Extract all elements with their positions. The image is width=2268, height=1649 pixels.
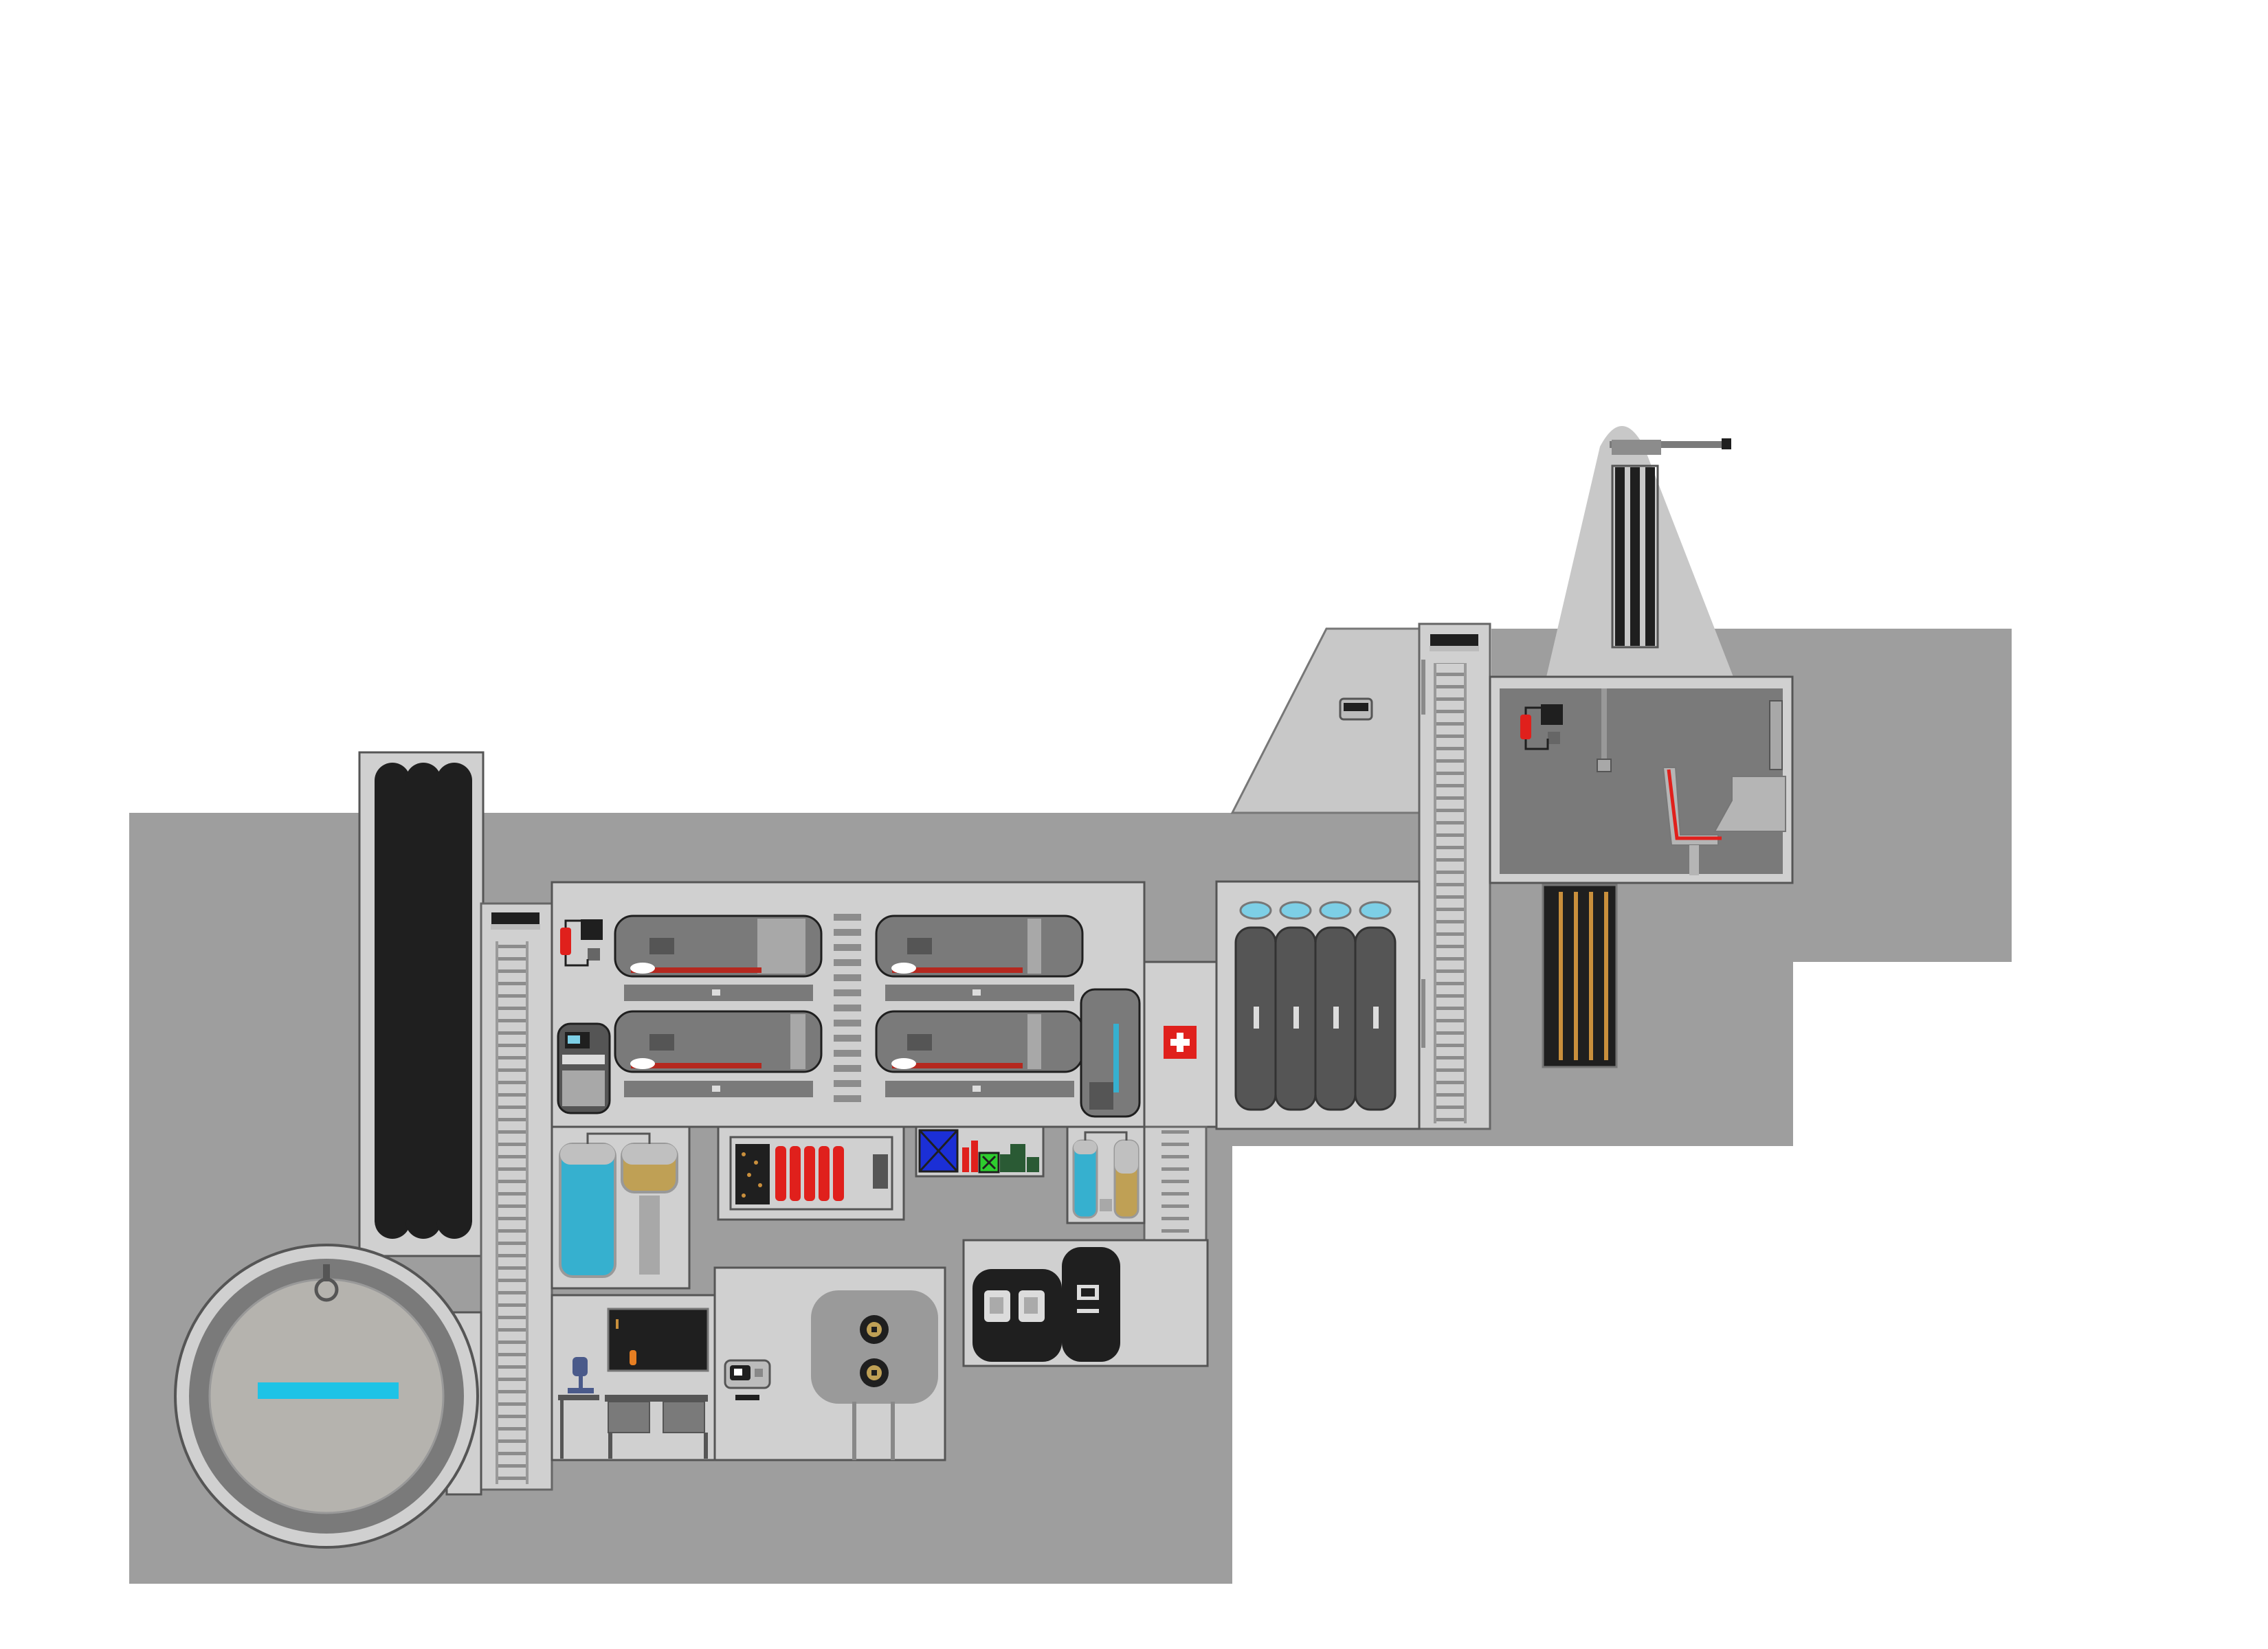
desk-chair-icon bbox=[558, 1357, 599, 1459]
water-tank-icon bbox=[559, 1132, 678, 1278]
pilot-chair-icon bbox=[1662, 767, 1722, 875]
cryo-pod-room bbox=[1215, 880, 1421, 1130]
computer-server-icon bbox=[972, 1247, 1120, 1362]
bunker-hatch-icon bbox=[1339, 697, 1373, 721]
elevator-shaft bbox=[358, 751, 485, 1257]
workbench-icon bbox=[605, 1308, 709, 1459]
first-aid-icon bbox=[1164, 1026, 1197, 1059]
antenna-cable-icon bbox=[1611, 464, 1659, 649]
shower-stall-icon bbox=[1080, 988, 1141, 1118]
vault-door bbox=[174, 1244, 482, 1549]
antenna-tower bbox=[1546, 426, 1733, 677]
water-tank-room bbox=[551, 1125, 691, 1290]
generator-icon bbox=[811, 1290, 938, 1460]
cryo-pod-icon bbox=[1234, 901, 1397, 1111]
water-tank-icon bbox=[1072, 1131, 1139, 1219]
power-junction-icon bbox=[560, 919, 603, 967]
medical-bay bbox=[1143, 961, 1218, 1128]
supply-crates-icon bbox=[918, 1129, 1039, 1174]
battery-room bbox=[717, 1125, 905, 1221]
heater-grid bbox=[1542, 884, 1618, 1068]
crew-quarters bbox=[551, 881, 1146, 1128]
small-tank-room bbox=[1066, 1125, 1146, 1224]
right-access-ladder bbox=[1418, 622, 1491, 1130]
surface-bunker bbox=[1230, 627, 1421, 814]
circular-vault-door-icon bbox=[258, 1264, 399, 1399]
power-junction-icon bbox=[1520, 704, 1563, 750]
control-box-icon bbox=[724, 1359, 771, 1400]
server-room bbox=[962, 1239, 1209, 1367]
left-access-ladder bbox=[480, 902, 553, 1491]
generator-room bbox=[713, 1266, 946, 1461]
workshop bbox=[551, 1294, 716, 1461]
storage-room bbox=[915, 1125, 1045, 1178]
control-console-icon bbox=[1713, 776, 1786, 832]
vertical-tube-stack-icon bbox=[375, 763, 472, 1239]
kitchen-appliance-icon bbox=[557, 1022, 611, 1114]
battery-icon bbox=[775, 1146, 844, 1201]
bunk-bed-icon bbox=[614, 915, 1084, 1097]
center-ladder-icon bbox=[834, 914, 861, 1102]
command-room bbox=[1489, 675, 1794, 884]
